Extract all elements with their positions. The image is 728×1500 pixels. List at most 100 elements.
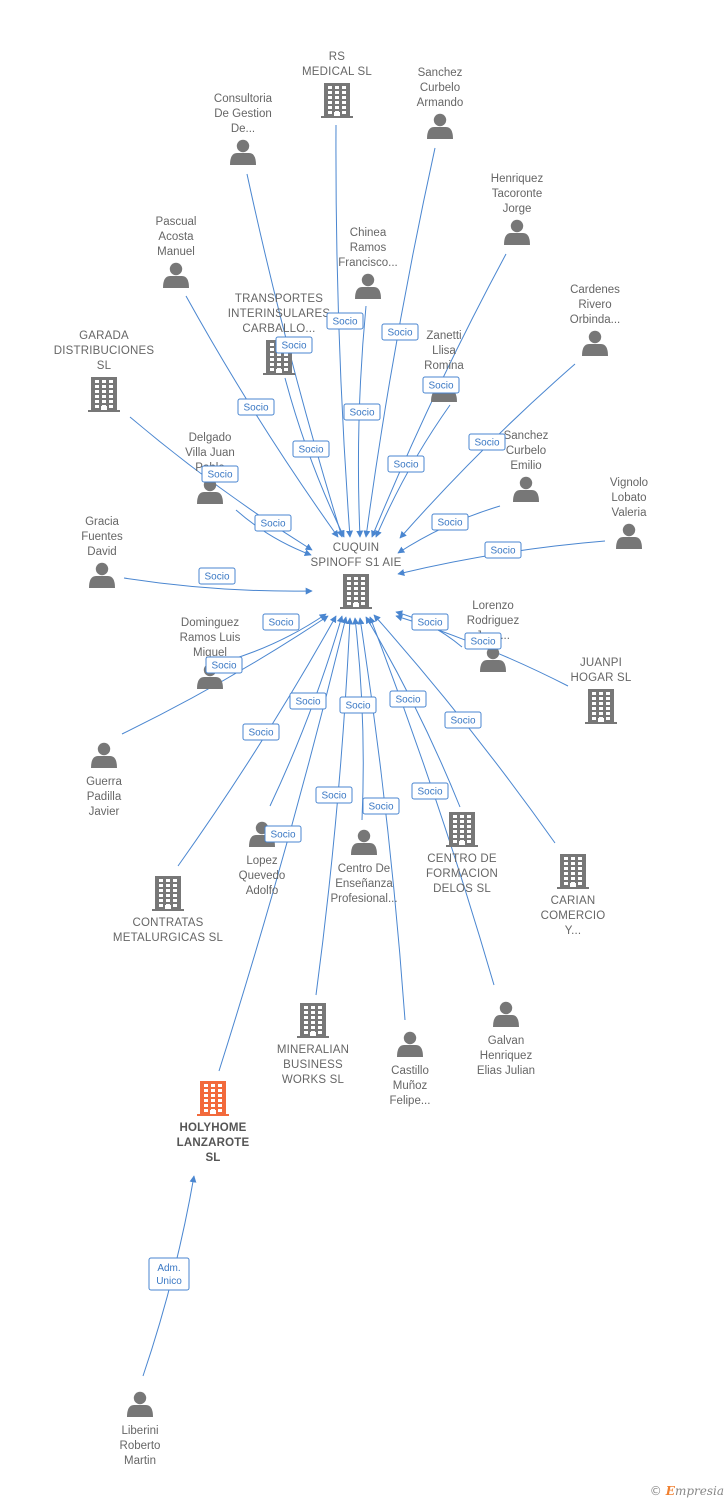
node-label-line: Guerra [86,776,122,788]
building-icon [340,574,372,609]
edge-label-guerra[interactable]: Socio [205,656,243,674]
building-icon [297,1003,329,1038]
edge-label-gracia[interactable]: Socio [198,567,236,585]
edge-label-carian[interactable]: Socio [444,711,482,729]
edge-label-cardenes[interactable]: Socio [468,433,506,451]
node-label-line: Valeria [612,507,648,519]
person-icon [397,1031,423,1057]
edge-label-centro_ensenanza[interactable]: Socio [339,696,377,714]
building-icon [585,689,617,724]
edge-label-text: Socio [243,403,268,414]
edge-label-box [362,797,400,815]
node-chinea[interactable]: ChineaRamosFrancisco... [338,227,398,299]
node-cardenes[interactable]: CardenesRiveroOrbinda... [570,284,621,356]
edge-label-centro_formacion[interactable]: Socio [389,690,427,708]
edge-label-garada[interactable]: Socio [201,465,239,483]
edge-label-lorenzo[interactable]: Socio [411,613,449,631]
edge-label-box [484,541,522,559]
edge-label-box [315,786,353,804]
edge-label-consultoria[interactable]: Socio [292,440,330,458]
node-transportes[interactable]: TRANSPORTESINTERINSULARESCARBALLO... [228,293,331,375]
edge-label-contratas[interactable]: Socio [242,723,280,741]
node-label-line: Lopez [246,855,278,867]
edge-label-mineralian[interactable]: Socio [315,786,353,804]
edge-chinea-to-cuquin [356,305,367,538]
node-castillo[interactable]: CastilloMuñozFelipe... [390,1031,431,1107]
edge-label-text: Socio [345,701,370,712]
node-label-line: Sanchez [504,430,549,442]
node-label-line: COMERCIO [541,910,606,922]
edge-label-lopez[interactable]: Socio [289,692,327,710]
edge-label-holyhome[interactable]: Socio [264,825,302,843]
edge-label-zanetti[interactable]: Socio [422,376,460,394]
edge-label-liberini[interactable]: Adm.Unico [148,1257,190,1291]
edge-label-delgado[interactable]: Socio [254,514,292,532]
edge-label-rs_medical[interactable]: Socio [343,403,381,421]
edge-label-box [237,398,275,416]
edge-label-sanchez_curbelo_emilio[interactable]: Socio [431,513,469,531]
edge-guerra-to-cuquin [121,615,329,735]
person-icon [91,742,117,768]
edge-label-castillo[interactable]: Socio [362,797,400,815]
edge-gracia-to-cuquin [123,577,313,595]
node-label-line: Roberto [120,1440,161,1452]
node-label-line: Acosta [158,231,194,243]
edge-label-galvan[interactable]: Socio [411,782,449,800]
person-icon [89,562,115,588]
node-label-line: SL [97,360,112,372]
edge-label-henriquez[interactable]: Socio [387,455,425,473]
edge-label-pascual[interactable]: Socio [237,398,275,416]
edge-transportes-to-cuquin [284,377,345,538]
edge-dominguez-to-cuquin [229,613,327,661]
node-consultoria[interactable]: Consultoria De GestionDe... [214,93,273,165]
node-centro_ensenanza[interactable]: Centro DeEnseñanzaProfesional... [330,829,398,905]
edge-label-sanchez_curbelo_armando[interactable]: Socio [381,323,419,341]
edge-label-text: Socio [437,518,462,529]
edge-label-box [339,696,377,714]
edge-label-box [201,465,239,483]
node-label-line: Elias Julian [477,1065,535,1077]
node-label-line: Consultoria [214,93,273,105]
node-label-line: Enseñanza [335,878,393,890]
edge-label-text: Socio [281,341,306,352]
edge-label-text: Socio [268,618,293,629]
node-label-line: Fuentes [81,531,123,543]
edge-label-text: Socio [474,438,499,449]
edge-label-box [464,632,502,650]
edge-castillo-to-cuquin [357,617,406,1021]
edge-label-vignolo[interactable]: Socio [484,541,522,559]
node-label-line: HOLYHOME [180,1122,247,1134]
node-label-line: De... [231,123,255,135]
edge-label-dominguez[interactable]: Socio [262,613,300,631]
edge-label-transportes[interactable]: Socio [275,336,313,354]
edge-label-text: Socio [417,618,442,629]
edge-label-text: Socio [204,572,229,583]
edge-label-juanpi[interactable]: Socio [464,632,502,650]
person-icon [351,829,377,855]
node-label-line: Chinea [350,227,387,239]
node-carian[interactable]: CARIANCOMERCIOY... [541,854,606,937]
edge-label-chinea[interactable]: Socio [326,312,364,330]
edge-label-box [148,1257,190,1291]
node-label-line: De Gestion [214,108,272,120]
